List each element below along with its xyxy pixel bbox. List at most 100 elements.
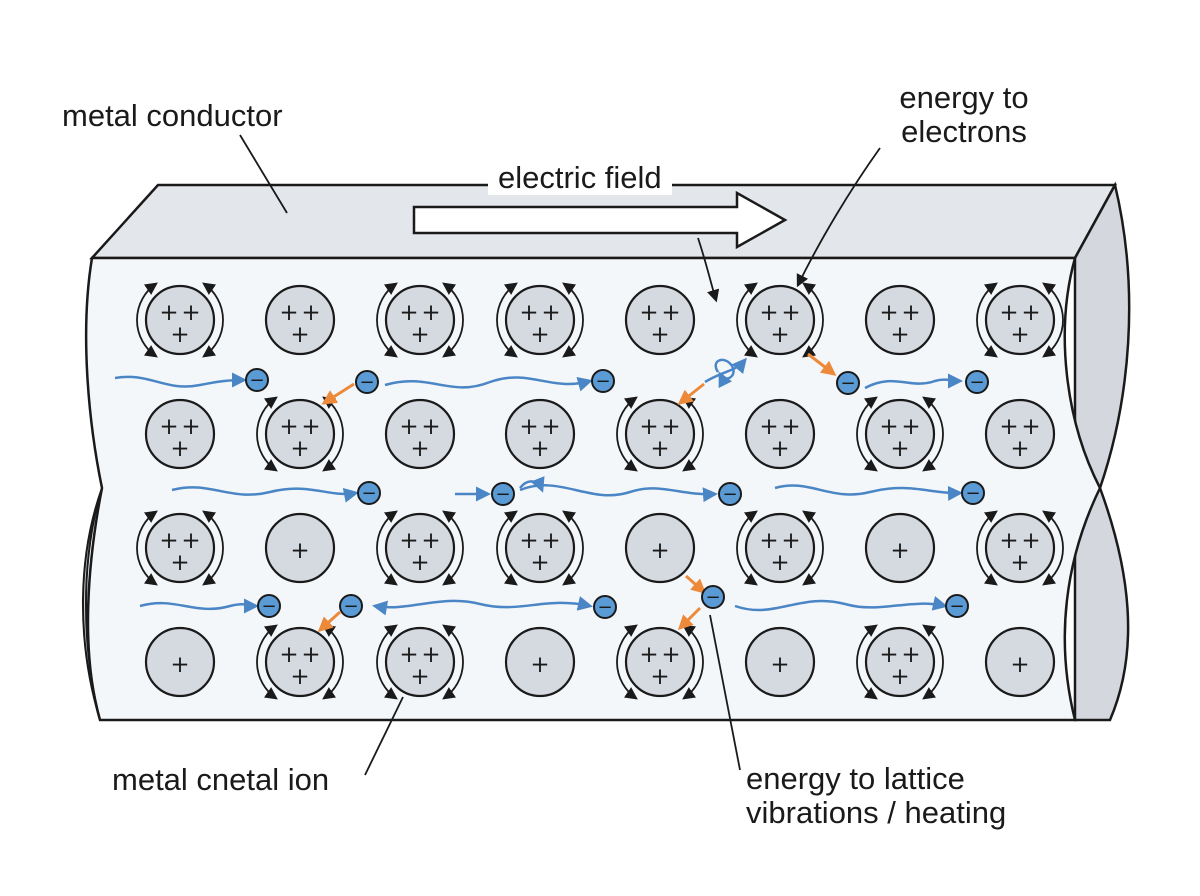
positive-charge: +: [661, 300, 680, 326]
positive-charge: +: [279, 414, 298, 440]
energy-transfer-arrows: [317, 352, 837, 633]
electron-paths: [114, 357, 963, 616]
energy-to-lattice-label: energy to lattice vibrations / heating: [746, 762, 1006, 830]
metal-ion: +++: [136, 510, 224, 586]
vibration-arrows: [256, 624, 344, 700]
positive-charge: +: [290, 322, 309, 348]
electron-path: [704, 357, 747, 384]
metal-ion: +++: [736, 510, 824, 586]
negative-charge: −: [705, 587, 720, 608]
positive-charge: +: [781, 528, 800, 554]
ion-body: [624, 512, 696, 584]
metal-ion: +++: [736, 282, 824, 358]
metal-ion: +: [504, 626, 576, 698]
electron: −: [491, 482, 515, 506]
positive-charge: +: [519, 414, 538, 440]
negative-charge: −: [597, 597, 612, 618]
negative-charge: −: [969, 372, 984, 393]
vibration-arrows: [256, 396, 344, 472]
positive-charge: +: [1010, 436, 1029, 462]
energy-to-lattice-line2: vibrations / heating: [746, 795, 1007, 830]
positive-charge: +: [279, 300, 298, 326]
metal-ion: +++: [976, 282, 1064, 358]
ion-body: [144, 398, 216, 470]
leader-electric-field: [697, 237, 720, 303]
positive-charge: +: [399, 642, 418, 668]
positive-charge: +: [170, 550, 189, 576]
leader-lines: [239, 134, 881, 776]
positive-charge: +: [639, 414, 658, 440]
metal-ion: +: [984, 626, 1056, 698]
energy-arrow: [685, 574, 707, 594]
positive-charge: +: [399, 528, 418, 554]
positive-charge: +: [301, 414, 320, 440]
electron: −: [339, 594, 363, 618]
positive-charge: +: [901, 642, 920, 668]
positive-charge: +: [290, 436, 309, 462]
positive-charge: +: [1010, 322, 1029, 348]
positive-charge: +: [1010, 652, 1029, 678]
metal-ion: +++: [136, 282, 224, 358]
positive-charge: +: [399, 300, 418, 326]
positive-charge: +: [170, 322, 189, 348]
positive-charge: +: [541, 414, 560, 440]
vibration-arrows: [496, 510, 584, 586]
electron: −: [965, 370, 989, 394]
positive-charge: +: [999, 414, 1018, 440]
electron: −: [357, 481, 381, 505]
electron: −: [591, 369, 615, 393]
positive-charge: +: [410, 550, 429, 576]
ion-body: [624, 284, 696, 356]
metal-ion: +++: [624, 284, 696, 356]
ion-body: [264, 284, 336, 356]
positive-charge: +: [879, 642, 898, 668]
vibration-arrows: [856, 396, 944, 472]
electron-path: [734, 596, 948, 612]
electron-path: [171, 486, 359, 503]
negative-charge: −: [965, 483, 980, 504]
positive-charge: +: [999, 528, 1018, 554]
positive-charge: +: [879, 300, 898, 326]
metal-ion: +++: [744, 398, 816, 470]
negative-charge: −: [359, 372, 374, 393]
positive-charge: +: [890, 322, 909, 348]
electron-path: [139, 598, 259, 614]
energy-arrow: [317, 610, 342, 633]
positive-charge: +: [181, 528, 200, 554]
positive-charge: +: [759, 300, 778, 326]
positive-charge: +: [410, 436, 429, 462]
positive-charge: +: [530, 436, 549, 462]
electron-path: [372, 596, 593, 616]
positive-charge: +: [650, 322, 669, 348]
metal-ion: +++: [376, 624, 464, 700]
positive-charge: +: [759, 414, 778, 440]
electrons: −−−−−−−−−−−−−−: [245, 368, 989, 619]
metal-ion-label: metal cnetal ion: [112, 762, 330, 797]
negative-charge: −: [343, 596, 358, 617]
metal-ion: +++: [384, 398, 456, 470]
metal-ion: +: [744, 626, 816, 698]
positive-charge: +: [770, 322, 789, 348]
ion-body: [864, 512, 936, 584]
vibration-arrows: [856, 624, 944, 700]
vibration-arrows: [496, 282, 584, 358]
positive-charge: +: [421, 300, 440, 326]
ion-body: [744, 398, 816, 470]
metal-ion: +++: [256, 396, 344, 472]
positive-charge: +: [159, 528, 178, 554]
positive-charge: +: [879, 414, 898, 440]
vibration-arrows: [616, 624, 704, 700]
negative-charge: −: [595, 371, 610, 392]
energy-arrow: [677, 606, 702, 631]
negative-charge: −: [249, 370, 264, 391]
ion-body: [384, 398, 456, 470]
metal-ion: +++: [864, 284, 936, 356]
vibration-arrows: [136, 282, 224, 358]
ion-body: [984, 398, 1056, 470]
positive-charge: +: [399, 414, 418, 440]
positive-charge: +: [410, 322, 429, 348]
positive-charge: +: [159, 300, 178, 326]
vibration-arrows: [736, 282, 824, 358]
electron: −: [257, 594, 281, 618]
